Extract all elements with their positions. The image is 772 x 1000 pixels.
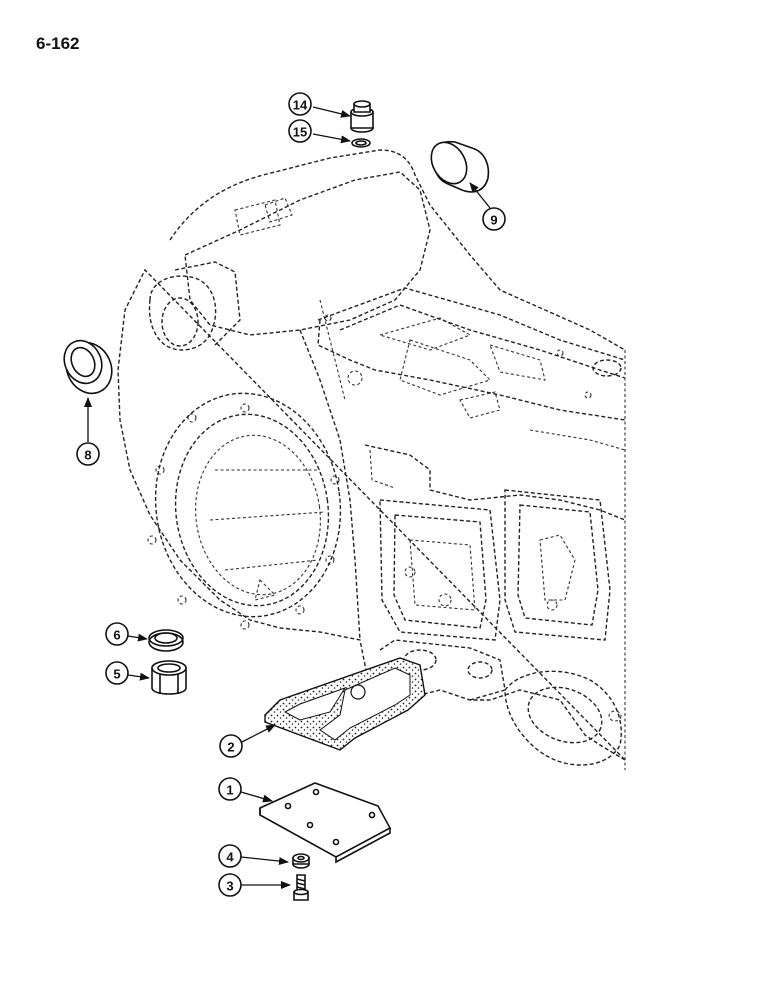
svg-text:3: 3 — [226, 879, 233, 894]
svg-text:5: 5 — [113, 667, 120, 682]
part-15-washer — [351, 138, 371, 148]
callout-6: 6 — [105, 622, 148, 646]
part-1-cover-plate — [259, 782, 392, 864]
callout-8: 8 — [76, 397, 100, 466]
part-5-plug — [151, 660, 187, 695]
callout-3: 3 — [218, 873, 291, 897]
callout-1: 1 — [218, 777, 273, 803]
svg-text:6: 6 — [113, 628, 120, 643]
part-4-nut — [292, 853, 310, 869]
part-14-plug — [350, 100, 374, 133]
callout-9: 9 — [469, 182, 506, 231]
callout-14: 14 — [288, 92, 351, 118]
svg-text:15: 15 — [293, 125, 307, 140]
transmission-housing-outline — [117, 149, 626, 770]
svg-text:4: 4 — [226, 850, 234, 865]
svg-text:2: 2 — [227, 740, 234, 755]
part-2-gasket — [264, 657, 426, 751]
part-9-cap — [430, 140, 490, 193]
svg-text:14: 14 — [293, 98, 308, 113]
svg-text:8: 8 — [84, 448, 91, 463]
part-6-ring — [148, 629, 184, 652]
callout-2: 2 — [219, 724, 276, 758]
part-8-seal — [63, 339, 113, 395]
svg-text:9: 9 — [490, 213, 497, 228]
callout-15: 15 — [288, 119, 351, 144]
svg-text:1: 1 — [226, 783, 233, 798]
part-3-bolt — [293, 874, 309, 901]
callout-4: 4 — [218, 844, 289, 868]
callout-5: 5 — [105, 661, 150, 685]
page-number: 6-162 — [36, 34, 80, 53]
